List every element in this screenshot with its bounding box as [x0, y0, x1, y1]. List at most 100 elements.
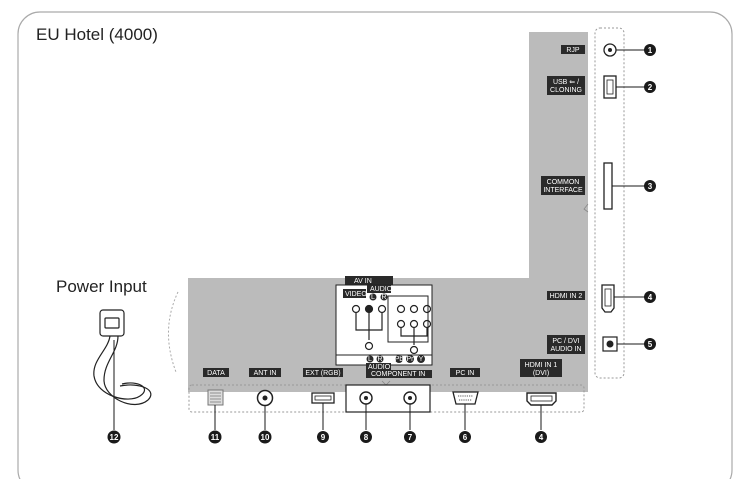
callout-5: 5: [648, 340, 653, 349]
bottom-labels: DATA ANT IN EXT (RGB) PC IN HDMI IN 1 (D…: [203, 359, 562, 377]
audio-bottom-label-bg: [366, 363, 391, 370]
pc-label-bg: [450, 368, 480, 377]
callout-12: 12: [110, 433, 119, 442]
side-ports: [601, 43, 618, 352]
callout-marker-11: [208, 430, 222, 444]
page-title: EU Hotel (4000): [36, 25, 158, 44]
audio-bottom-label: AUDIO: [368, 364, 391, 371]
callout-marker-4-bottom: [535, 431, 547, 443]
usb-port-inner: [606, 79, 614, 95]
ci-label-bg: [541, 176, 585, 195]
callout-4-side: 4: [648, 293, 653, 302]
outer-frame: [17, 11, 733, 479]
ci-label-line2: INTERFACE: [543, 187, 583, 194]
ant-port-pin: [262, 395, 268, 401]
bottom-ports: [207, 384, 557, 413]
rjp-label-bg: [561, 45, 585, 54]
rjp-port-pin: [608, 48, 612, 52]
av-r-label: R: [381, 294, 386, 301]
av-l-label: L: [371, 294, 375, 301]
callout-markers: 1 2 3 4 5 4 6 7 8 9 10 11 12: [107, 44, 656, 444]
component-in-label-bg: [366, 370, 432, 378]
data-port-pins: [210, 392, 221, 403]
callout-marker-9: [317, 431, 329, 443]
power-cord-icon: [93, 309, 152, 405]
av-in-label-bg: [345, 276, 393, 285]
callout-marker-5: [644, 338, 656, 350]
power-bracket: [168, 291, 179, 373]
callout-marker-10: [258, 430, 272, 444]
pr-badge: [406, 355, 414, 363]
panel-notch: [583, 203, 589, 213]
callout-1: 1: [648, 46, 653, 55]
hdmi2-port-inner: [604, 288, 612, 307]
comp-l-label: L: [368, 356, 372, 363]
pb-badge: [395, 355, 403, 363]
av-port-pin: [364, 396, 368, 400]
video-label: VIDEO: [345, 291, 367, 298]
callout-9: 9: [321, 433, 326, 442]
rca-bottom-box: [345, 384, 431, 413]
video-label-bg: [343, 289, 366, 298]
av-r-badge: [380, 293, 388, 301]
data-label-bg: [203, 368, 229, 377]
pc-port-pins: [458, 395, 473, 401]
callout-6: 6: [463, 433, 468, 442]
hdmi1-label-line2: (DVI): [533, 370, 549, 377]
side-port-frame: [594, 27, 625, 379]
pr-label: Pr: [407, 356, 415, 363]
usb-label-bg: [547, 76, 585, 95]
callout-3: 3: [648, 182, 653, 191]
side-callout-lines: [612, 49, 645, 345]
pcdvi-label-line2: AUDIO IN: [550, 346, 581, 353]
hdmi1-port-inner: [530, 395, 553, 402]
callout-4-bottom: 4: [539, 433, 544, 442]
ext-label: EXT (RGB): [305, 370, 340, 377]
callout-marker-3: [644, 180, 656, 192]
ant-label: ANT IN: [254, 370, 277, 377]
av-component-block: AV IN VIDEO AUDIO L R L R Pb Pr: [335, 276, 433, 378]
comp-l-badge: [366, 355, 374, 363]
pcdvi-label-bg: [547, 335, 585, 354]
bottom-callout-lines: [113, 340, 542, 430]
component-subframe: [387, 295, 429, 343]
callout-marker-12: [107, 430, 121, 444]
callout-marker-2: [644, 81, 656, 93]
hdmi1-label-bg: [520, 359, 562, 377]
comp-r-label: R: [377, 356, 382, 363]
av-l-badge: [369, 293, 377, 301]
usb-label-line1: USB ⇐ /: [553, 79, 579, 86]
callout-marker-6: [459, 431, 471, 443]
side-labels: RJP USB ⇐ / CLONING COMMON INTERFACE HDM…: [541, 45, 585, 354]
callout-8: 8: [364, 433, 369, 442]
rjp-label: RJP: [566, 47, 580, 54]
audio-label: AUDIO: [370, 286, 393, 293]
usb-label-line2: CLONING: [550, 87, 582, 94]
pc-port: [452, 391, 479, 405]
power-input-label: Power Input: [56, 277, 147, 296]
comp-r-badge: [376, 355, 384, 363]
pcdvi-audio-jack: [606, 340, 614, 348]
callout-marker-8: [360, 431, 372, 443]
ant-label-bg: [249, 368, 281, 377]
hdmi1-label-line1: HDMI IN 1: [525, 362, 558, 369]
callout-marker-1: [644, 44, 656, 56]
ext-label-bg: [303, 368, 343, 377]
av-in-label: AV IN: [354, 278, 372, 285]
usb-port: [603, 75, 617, 99]
callout-2: 2: [648, 83, 653, 92]
hdmi2-label-bg: [547, 291, 585, 300]
y-label: Y: [419, 356, 424, 363]
callout-10: 10: [261, 433, 270, 442]
pcdvi-label-line1: PC / DVI: [552, 338, 579, 345]
pb-label: Pb: [395, 356, 404, 363]
ci-slot: [603, 162, 613, 210]
ci-label-line1: COMMON: [547, 179, 580, 186]
back-panel: [188, 32, 588, 392]
audio-label-bg: [367, 285, 391, 293]
callout-marker-7: [404, 431, 416, 443]
callout-marker-4-side: [644, 291, 656, 303]
hdmi2-label: HDMI IN 2: [550, 293, 583, 300]
callout-11: 11: [211, 433, 220, 442]
